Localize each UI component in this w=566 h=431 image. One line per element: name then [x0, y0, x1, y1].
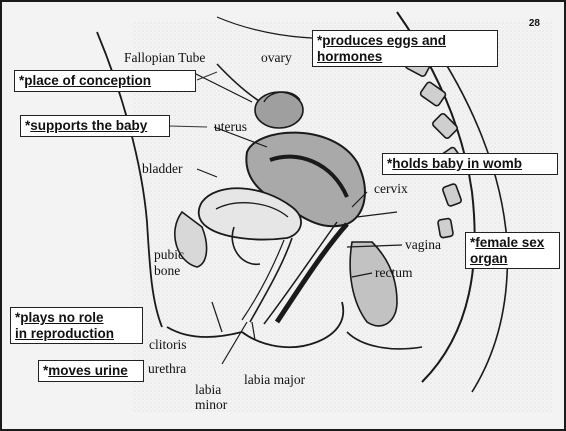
annotation-cervix-text: holds baby in womb: [392, 156, 522, 171]
annotation-ovary-line2: hormones: [317, 49, 382, 64]
annotation-clitoris-line2: in reproduction: [15, 326, 114, 341]
label-fallopian-tube: Fallopian Tube: [124, 51, 205, 65]
annotation-uterus: *supports the baby: [20, 115, 170, 137]
label-cervix: cervix: [374, 182, 408, 196]
label-bladder: bladder: [142, 162, 182, 176]
label-labia-major: labia major: [244, 373, 305, 387]
annotation-ovary: *produces eggs and hormones: [312, 30, 498, 67]
label-rectum: rectum: [375, 266, 412, 280]
label-ovary: ovary: [261, 51, 292, 65]
annotation-clitoris-line1: plays no role: [20, 310, 103, 325]
annotation-urethra: *moves urine: [38, 360, 144, 382]
label-minor: minor: [195, 398, 227, 412]
annotation-vagina-line2: organ: [470, 251, 508, 266]
annotation-vagina: *female sex organ: [465, 232, 560, 269]
label-bone: bone: [154, 264, 180, 278]
label-urethra: urethra: [148, 362, 186, 376]
label-uterus: uterus: [214, 120, 247, 134]
annotation-clitoris: *plays no role in reproduction: [10, 307, 143, 344]
annotation-urethra-text: moves urine: [48, 363, 128, 378]
page-number: 28: [529, 18, 540, 29]
label-clitoris: clitoris: [149, 338, 187, 352]
label-vagina: vagina: [405, 238, 441, 252]
annotation-fallopian-tube: *place of conception: [14, 70, 196, 92]
annotation-cervix: *holds baby in womb: [382, 153, 558, 175]
ovary-shape: [255, 92, 303, 128]
annotation-tube-text: place of conception: [24, 73, 151, 88]
annotation-ovary-line1: produces eggs and: [322, 33, 446, 48]
label-pubic: pubic: [154, 248, 184, 262]
label-labia: labia: [195, 383, 221, 397]
annotation-vagina-line1: female sex: [475, 235, 544, 250]
annotation-uterus-text: supports the baby: [30, 118, 147, 133]
